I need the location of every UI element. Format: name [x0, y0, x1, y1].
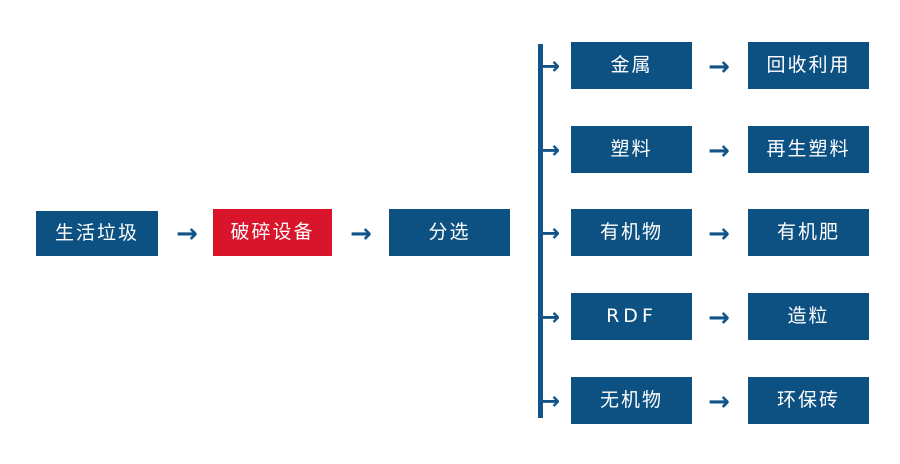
branch-arrow-1: →	[540, 136, 561, 164]
branch-arrow-0: →	[540, 52, 561, 80]
branch-arrow-4: →	[540, 387, 561, 415]
arrow-main-0: →	[176, 219, 198, 249]
node-material-1[interactable]: 塑料	[571, 126, 692, 173]
arrow-branch-0: →	[708, 52, 730, 82]
node-product-2[interactable]: 有机肥	[748, 209, 869, 256]
arrow-main-1: →	[350, 219, 372, 249]
node-product-3[interactable]: 造粒	[748, 293, 869, 340]
node-material-3[interactable]: RDF	[571, 293, 692, 340]
trunk-line	[538, 44, 543, 418]
arrow-branch-1: →	[708, 136, 730, 166]
node-material-2[interactable]: 有机物	[571, 209, 692, 256]
node-main-2[interactable]: 分选	[389, 209, 510, 256]
branch-arrow-2: →	[540, 219, 561, 247]
node-product-4[interactable]: 环保砖	[748, 377, 869, 424]
arrow-branch-2: →	[708, 219, 730, 249]
node-material-0[interactable]: 金属	[571, 42, 692, 89]
arrow-branch-3: →	[708, 303, 730, 333]
node-material-4[interactable]: 无机物	[571, 377, 692, 424]
arrow-branch-4: →	[708, 387, 730, 417]
node-main-0[interactable]: 生活垃圾	[36, 211, 158, 256]
node-product-0[interactable]: 回收利用	[748, 42, 869, 89]
node-product-1[interactable]: 再生塑料	[748, 126, 869, 173]
branch-arrow-3: →	[540, 303, 561, 331]
node-main-1[interactable]: 破碎设备	[213, 209, 332, 256]
